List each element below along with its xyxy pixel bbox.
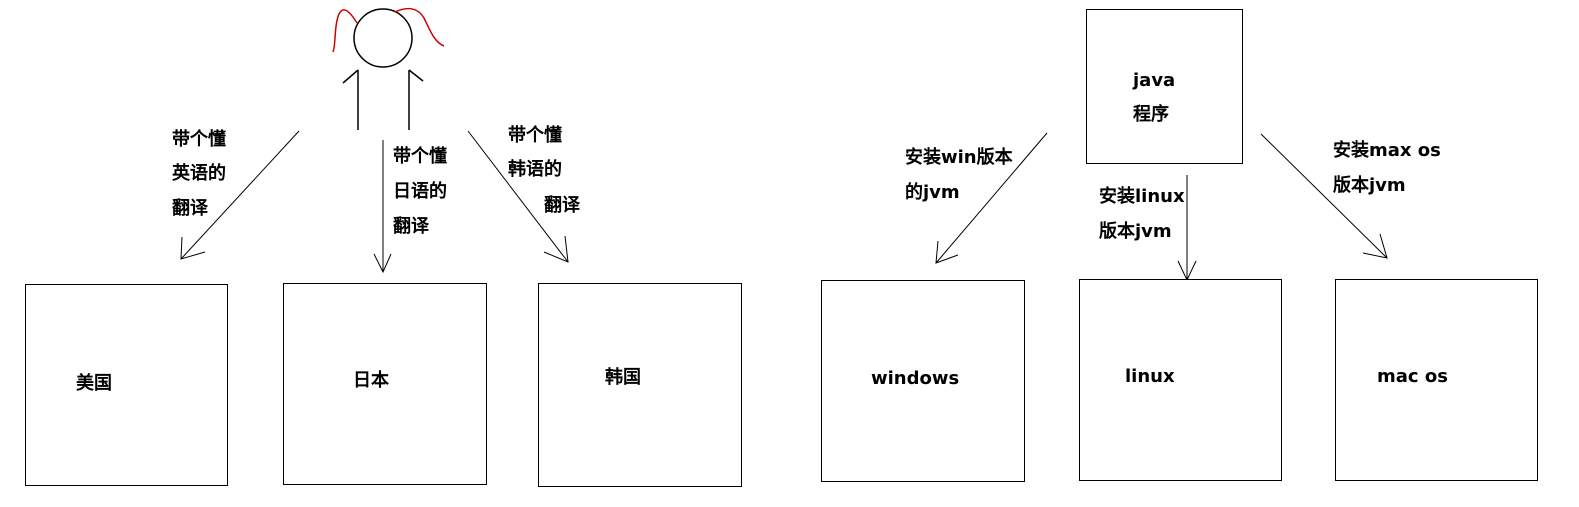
box-japan-label: 日本 [353, 370, 389, 391]
person-arm-left [342, 69, 359, 84]
arrow-head-usa [180, 236, 206, 260]
right-arrows [935, 132, 1388, 282]
person-head [353, 8, 413, 68]
arrow-head-japan [373, 253, 392, 274]
box-windows-label: windows [871, 368, 960, 389]
label-japanese-1: 带个懂 [393, 146, 447, 167]
box-windows [821, 280, 1025, 482]
person-figure [342, 8, 424, 130]
java-program-line-1: java [1133, 70, 1176, 91]
label-linux-jvm-1: 安装linux [1099, 186, 1185, 207]
label-mac-jvm-2: 版本jvm [1333, 175, 1406, 196]
box-macos [1335, 279, 1538, 481]
person-hair [332, 7, 445, 53]
label-korean-2: 韩语的 [508, 159, 562, 180]
arrow-to-korea [467, 130, 569, 263]
label-english-2: 英语的 [172, 163, 226, 184]
box-usa-label: 美国 [76, 373, 112, 394]
label-linux-jvm-2: 版本jvm [1099, 221, 1172, 242]
arrow-head-korea [543, 235, 569, 263]
label-mac-jvm-1: 安装max os [1333, 140, 1441, 161]
label-japanese-3: 翻译 [393, 216, 429, 237]
person-arm-right [408, 69, 424, 82]
box-korea [538, 283, 742, 487]
box-java-program [1086, 9, 1243, 164]
label-japanese-2: 日语的 [393, 181, 447, 202]
java-program-line-2: 程序 [1133, 104, 1169, 125]
box-korea-label: 韩国 [605, 367, 641, 388]
arrow-to-windows [935, 132, 1048, 264]
arrow-head-windows [935, 240, 959, 264]
label-korean-3: 翻译 [544, 195, 580, 216]
box-macos-label: mac os [1377, 366, 1448, 387]
arrow-to-usa [180, 130, 300, 260]
label-win-jvm-1: 安装win版本 [905, 147, 1013, 168]
label-korean-1: 带个懂 [508, 125, 562, 146]
box-linux [1079, 279, 1282, 481]
label-english-3: 翻译 [172, 198, 208, 219]
box-usa [25, 284, 228, 486]
box-japan [283, 283, 487, 485]
label-english-1: 带个懂 [172, 129, 226, 150]
box-linux-label: linux [1125, 366, 1175, 387]
label-win-jvm-2: 的jvm [905, 182, 960, 203]
arrow-to-macos [1260, 133, 1388, 259]
arrow-head-macos [1362, 233, 1388, 259]
left-arrows [180, 130, 569, 274]
